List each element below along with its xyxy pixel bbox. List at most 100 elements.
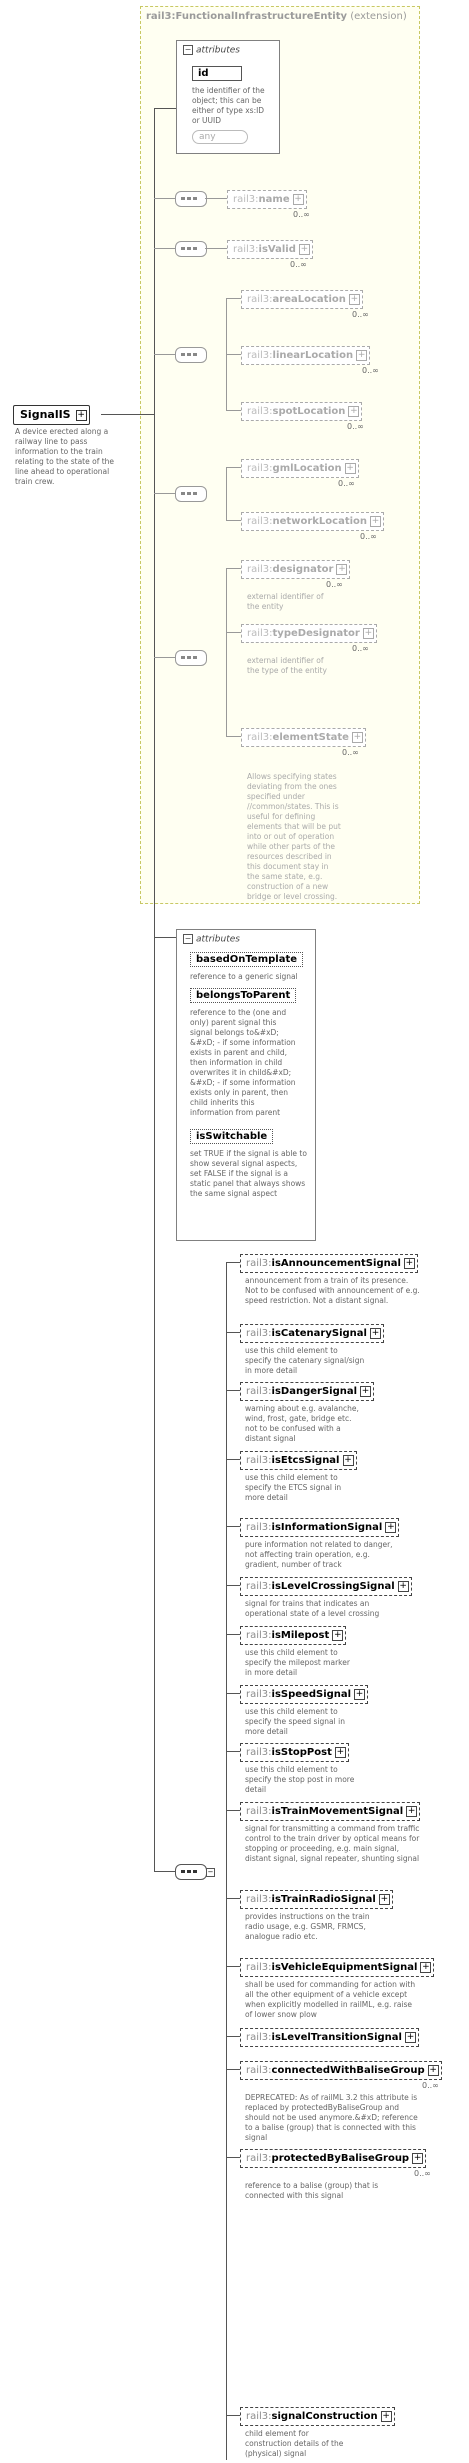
element-isStopPost[interactable]: rail3:isStopPost+ (240, 1743, 349, 1762)
expand-icon[interactable]: + (412, 2153, 424, 2164)
expand-icon[interactable]: + (348, 406, 360, 417)
ext-attributes-label: attributes (196, 45, 240, 56)
doc-isSpeedSignal: use this child element to specify the sp… (245, 1707, 345, 1736)
doc-isAnnouncementSignal: announcement from a train of its presenc… (245, 1276, 420, 1305)
expand-icon[interactable]: + (332, 1630, 344, 1641)
attr-id[interactable]: id (192, 66, 242, 81)
doc-signalConstruction: child element for construction details o… (245, 2429, 344, 2458)
ext-attributes-header[interactable]: −attributes (183, 45, 240, 56)
expand-icon[interactable]: + (385, 1522, 397, 1533)
root-element[interactable]: SignalIS + (13, 405, 90, 425)
expand-icon[interactable]: + (378, 1894, 390, 1905)
tick (205, 248, 227, 249)
expand-icon[interactable]: + (362, 628, 374, 639)
tick (226, 2036, 240, 2037)
element-areaLocation[interactable]: rail3:areaLocation+ (241, 290, 363, 309)
element-isLevelTransitionSignal[interactable]: rail3:isLevelTransitionSignal+ (240, 2028, 419, 2047)
seq-branch-5 (226, 568, 227, 736)
element-isCatenarySignal[interactable]: rail3:isCatenarySignal+ (240, 1324, 384, 1343)
sequence-icon-4[interactable] (175, 486, 207, 502)
doc-typeDesignator: external identifier of the type of the e… (247, 656, 327, 675)
expand-icon[interactable]: + (334, 1747, 346, 1758)
attr-id-doc: the identifier of the object; this can b… (192, 86, 265, 125)
doc-isMilepost: use this child element to specify the mi… (245, 1648, 350, 1677)
element-isInformationSignal[interactable]: rail3:isInformationSignal+ (240, 1518, 400, 1537)
expand-icon[interactable]: + (360, 1386, 372, 1397)
own-attributes-label: attributes (196, 934, 240, 945)
tick (226, 467, 241, 468)
expand-icon[interactable]: + (75, 410, 87, 421)
expand-icon[interactable]: + (404, 2032, 416, 2043)
element-isVehicleEquipmentSignal[interactable]: rail3:isVehicleEquipmentSignal+ (240, 1958, 435, 1977)
expand-icon[interactable]: + (427, 2065, 439, 2076)
expand-icon[interactable]: + (354, 1689, 366, 1700)
tick (226, 1390, 240, 1391)
expand-icon[interactable]: + (348, 294, 360, 305)
element-linearLocation[interactable]: rail3:linearLocation+ (241, 346, 371, 365)
card-areaLocation: 0..∞ (352, 310, 369, 319)
doc-isSwitchable: set TRUE if the signal is able to show s… (190, 1149, 307, 1198)
sequence-icon-5[interactable] (175, 650, 207, 666)
attr-basedOnTemplate[interactable]: basedOnTemplate (190, 952, 304, 967)
sequence-icon-3[interactable] (175, 347, 207, 363)
element-isEtcsSignal[interactable]: rail3:isEtcsSignal+ (240, 1451, 357, 1470)
element-isTrainMovementSignal[interactable]: rail3:isTrainMovementSignal+ (240, 1802, 421, 1821)
tick (226, 298, 241, 299)
own-attr-connector (154, 937, 176, 938)
doc-isCatenarySignal: use this child element to specify the ca… (245, 1346, 365, 1375)
element-elementState[interactable]: rail3:elementState+ (241, 728, 366, 747)
expand-icon[interactable]: + (336, 564, 348, 575)
element-isValid[interactable]: rail3:isValid+ (227, 240, 313, 259)
expand-icon[interactable]: + (298, 244, 310, 255)
tick (226, 632, 241, 633)
element-gmlLocation[interactable]: rail3:gmlLocation+ (241, 459, 359, 478)
collapse-icon[interactable]: − (206, 1868, 215, 1877)
element-isAnnouncementSignal[interactable]: rail3:isAnnouncementSignal+ (240, 1254, 418, 1273)
seq-connector-1 (154, 198, 175, 199)
expand-icon[interactable]: + (406, 1806, 418, 1817)
attr-belongsToParent[interactable]: belongsToParent (190, 988, 297, 1003)
expand-icon[interactable]: + (370, 516, 382, 527)
card-networkLocation: 0..∞ (360, 532, 377, 541)
collapse-icon[interactable]: − (183, 45, 193, 55)
card-gmlLocation: 0..∞ (338, 479, 355, 488)
expand-icon[interactable]: + (397, 1581, 409, 1592)
element-isTrainRadioSignal[interactable]: rail3:isTrainRadioSignal+ (240, 1890, 393, 1909)
expand-icon[interactable]: + (403, 1258, 415, 1269)
expand-icon[interactable]: + (342, 1455, 354, 1466)
card-protectedByBaliseGroup: 0..∞ (414, 2169, 431, 2178)
expand-icon[interactable]: + (369, 1328, 381, 1339)
element-designator[interactable]: rail3:designator+ (241, 560, 351, 579)
expand-icon[interactable]: + (380, 2411, 392, 2422)
extension-name: FunctionalInfrastructureEntity (175, 11, 348, 22)
tick (226, 1459, 240, 1460)
element-isSpeedSignal[interactable]: rail3:isSpeedSignal+ (240, 1685, 369, 1704)
expand-icon[interactable]: + (420, 1962, 432, 1973)
element-isLevelCrossingSignal[interactable]: rail3:isLevelCrossingSignal+ (240, 1577, 412, 1596)
element-name[interactable]: rail3:name+ (227, 190, 307, 209)
element-typeDesignator[interactable]: rail3:typeDesignator+ (241, 624, 377, 643)
expand-icon[interactable]: + (356, 350, 368, 361)
collapse-icon[interactable]: − (183, 934, 193, 944)
own-sequence-icon[interactable]: − (175, 1864, 215, 1880)
expand-icon[interactable]: + (344, 463, 356, 474)
sequence-icon-2[interactable] (175, 241, 207, 257)
own-seq-branch (226, 1262, 227, 2460)
own-attributes-header[interactable]: −attributes (183, 934, 240, 945)
element-isDangerSignal[interactable]: rail3:isDangerSignal+ (240, 1382, 375, 1401)
expand-icon[interactable]: + (292, 194, 304, 205)
attr-isSwitchable[interactable]: isSwitchable (190, 1129, 274, 1144)
element-spotLocation[interactable]: rail3:spotLocation+ (241, 402, 363, 421)
element-isMilepost[interactable]: rail3:isMilepost+ (240, 1626, 347, 1645)
attr-any[interactable]: any (192, 130, 248, 144)
element-connectedWithBaliseGroup[interactable]: rail3:connectedWithBaliseGroup+ (240, 2061, 442, 2080)
expand-icon[interactable]: + (351, 732, 363, 743)
tick (226, 1693, 240, 1694)
tick (226, 1585, 240, 1586)
element-signalConstruction[interactable]: rail3:signalConstruction+ (240, 2407, 395, 2426)
element-protectedByBaliseGroup[interactable]: rail3:protectedByBaliseGroup+ (240, 2149, 427, 2168)
sequence-icon-1[interactable] (175, 191, 207, 207)
tick (226, 736, 241, 737)
element-networkLocation[interactable]: rail3:networkLocation+ (241, 512, 385, 531)
root-connector (101, 414, 154, 415)
